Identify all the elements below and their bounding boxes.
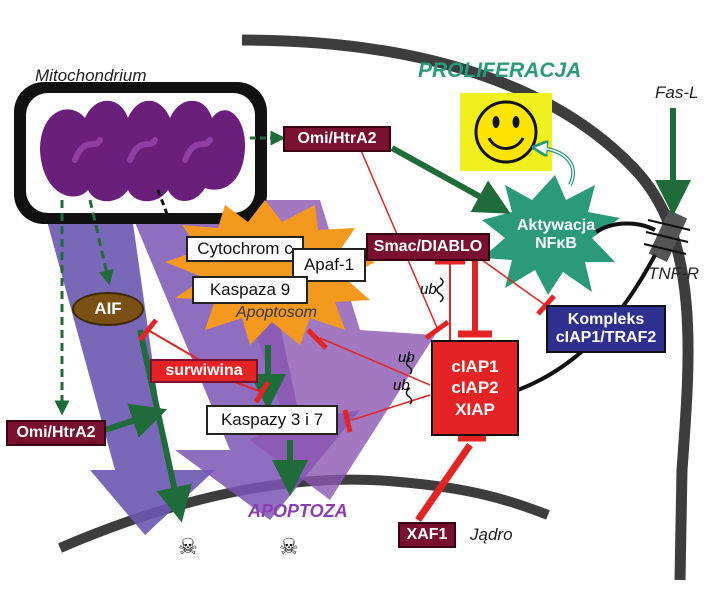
fas-l-label: Fas-L: [655, 83, 699, 102]
smac-diablo-node: Smac/DIABLO: [366, 233, 490, 261]
kaspaza9-node: Kaspaza 9: [192, 276, 308, 304]
omi-htra2-left-node: Omi/HtrA2: [6, 420, 106, 446]
apoptosom-label: Apoptosom: [236, 304, 317, 321]
ciap2-text: cIAP2: [451, 378, 499, 398]
aktywacja-text: Aktywacja: [516, 217, 596, 234]
apoptoza-label: APOPTOZA: [248, 501, 348, 521]
nfkb-activation-burst: [482, 175, 620, 295]
proliferacja-label: PROLIFERACJA: [418, 59, 582, 82]
iap-complex-node: cIAP1 cIAP2 XIAP: [431, 340, 519, 436]
mitochondrium-label: Mitochondrium: [35, 66, 147, 85]
ub-label-3: ub: [393, 377, 410, 394]
kaspazy-3-i-7-node: Kaspazy 3 i 7: [206, 405, 338, 435]
tnf-r-label: TNF-R: [648, 264, 699, 283]
xaf1-node: XAF1: [398, 522, 456, 548]
mitochondrion-icon: [14, 82, 267, 224]
aif-node: AIF: [72, 292, 144, 326]
ciap1-text: cIAP1: [451, 357, 499, 377]
purple-arrow-left: [38, 188, 215, 535]
nfkb-text: NFκB: [535, 235, 577, 253]
kompleks-ciap1-traf2-node: Kompleks cIAP1/TRAF2: [546, 305, 666, 353]
tnf-receptor-icon: [643, 210, 691, 262]
ciap1-traf2-text: cIAP1/TRAF2: [555, 329, 657, 346]
skull-crossbones-icon: ☠: [178, 534, 198, 559]
ub-label-2: ub: [398, 349, 415, 366]
surwiwina-node: surwiwina: [150, 359, 258, 383]
kompleks-text: Kompleks: [567, 310, 645, 328]
xiap-text: XIAP: [455, 399, 495, 419]
cytochrom-c-node: Cytochrom c: [186, 236, 304, 262]
ub-label-1: ub: [420, 281, 437, 298]
jadro-label: Jądro: [470, 525, 513, 544]
omi-htra2-top-node: Omi/HtrA2: [283, 126, 391, 152]
skull-crossbones-icon: ☠: [279, 534, 299, 559]
nfkb-activation-label: Aktywacja NFκB: [510, 217, 602, 254]
cell-membrane: [241, 34, 694, 581]
smiley-face-icon: [474, 100, 538, 164]
